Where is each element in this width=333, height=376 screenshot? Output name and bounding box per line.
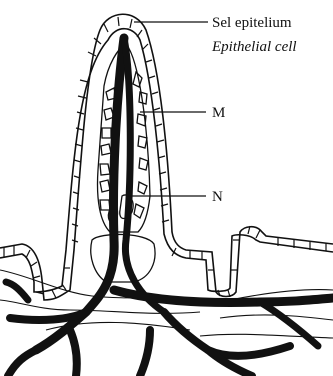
villus-outer-outline: [0, 14, 333, 300]
label-epithelial-en: Epithelial cell: [211, 39, 297, 55]
epithelial-cell-walls: [4, 17, 326, 298]
blood-vessels: [6, 38, 333, 376]
label-epithelial-id: Sel epitelium: [212, 15, 292, 31]
label-m: M: [212, 105, 225, 121]
label-n: N: [212, 189, 223, 205]
epithelial-layer: [0, 14, 333, 300]
central-capillary: [36, 38, 124, 350]
villus-inner-outline: [0, 29, 333, 292]
